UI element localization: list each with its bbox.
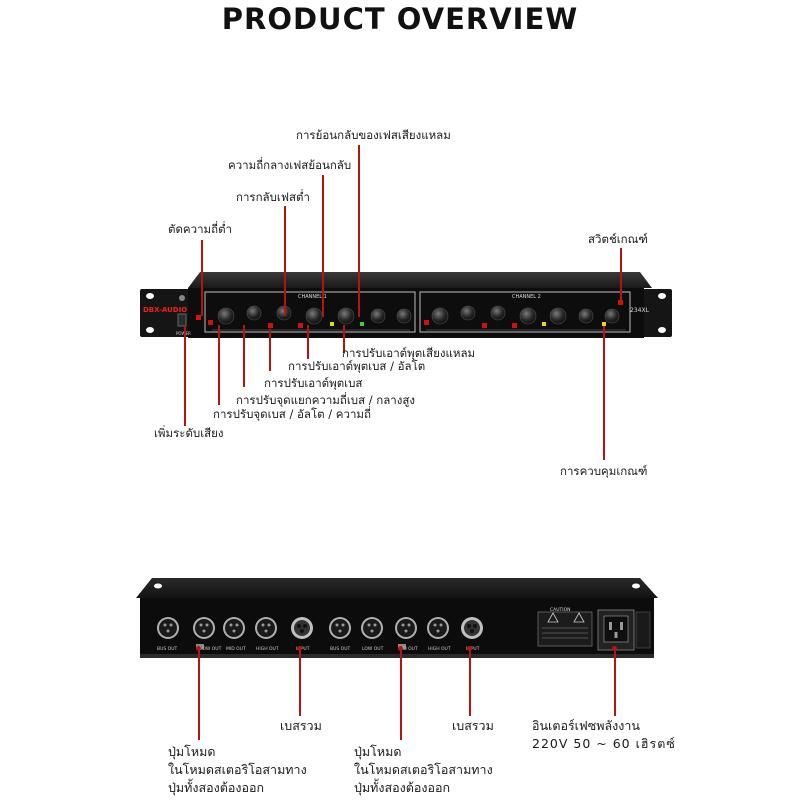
callout-gain-boost: เพิ่มระดับเสียง — [154, 426, 224, 440]
callout-mode-button-b-3: ปุ่มทั้งสองต้องออก — [354, 780, 451, 795]
callout-xover-adjust-2: การปรับจุดเบส / อัลโต / ความถี่ — [213, 407, 371, 421]
rear-connector-label-3: MID OUT — [226, 647, 246, 652]
callout-threshold-control: การควบคุมเกณฑ์ — [560, 464, 648, 478]
callout-power-interface: อินเตอร์เฟซพลังงาน — [532, 718, 640, 733]
callout-balanced-out-1: เบสรวม — [280, 718, 322, 733]
callout-mode-button-a-2: ในโหมดสเตอริโอสามทาง — [168, 762, 307, 777]
rear-connector-label-2: LOW OUT — [200, 647, 222, 652]
rear-connector-label-6: BUS OUT — [330, 647, 351, 652]
rear-connector-label-7: LOW OUT — [362, 647, 384, 652]
callout-mid-phase-reverse: ความถี่กลางเฟสย้อนกลับ — [228, 158, 352, 172]
callout-high-out-adjust: การปรับเอาต์พุตเสียงแหลม — [342, 346, 476, 360]
page-title: PRODUCT OVERVIEW — [221, 2, 579, 36]
rear-connector-label-5: INPUT — [296, 647, 310, 652]
rear-connector-label-1: BUS OUT — [157, 647, 178, 652]
rear-connector-label-9: HIGH OUT — [428, 647, 451, 652]
channel-2-label: CHANNEL 2 — [512, 294, 541, 300]
rear-connector-label-4: HIGH OUT — [256, 647, 279, 652]
callout-mode-button-a-3: ปุ่มทั้งสองต้องออก — [168, 780, 265, 795]
callout-power-spec: 220V 50 ~ 60 เฮิรตซ์ — [532, 736, 676, 751]
callout-mid-out-adjust: การปรับเอาต์พุตเบส / อัลโต — [288, 359, 426, 373]
callout-high-phase-reverse: การย้อนกลับของเฟสเสียงแหลม — [296, 128, 451, 142]
rear-connector-label-10: INPUT — [466, 647, 480, 652]
channel-1-label: CHANNEL 1 — [298, 294, 327, 300]
callout-mode-button-a-1: ปุ่มโหมด — [168, 744, 216, 759]
callout-bass-out-adjust: การปรับเอาต์พุตเบส — [264, 376, 363, 390]
power-label: POWER — [176, 327, 191, 341]
caution-label: CAUTION — [550, 608, 571, 613]
callout-mode-button-b-1: ปุ่มโหมด — [354, 744, 402, 759]
callout-xover-adjust-1: การปรับจุดแยกความถี่เบส / กลางสูง — [236, 393, 415, 407]
callout-mode-button-b-2: ในโหมดสเตอริโอสามทาง — [354, 762, 493, 777]
model-label: 234XL — [630, 307, 649, 314]
callout-low-phase-reverse: การกลับเฟสต่ำ — [236, 190, 310, 204]
rear-connector-label-8: MID OUT — [398, 647, 418, 652]
callout-low-cut: ตัดความถี่ต่ำ — [168, 222, 233, 236]
callout-balanced-out-2: เบสรวม — [452, 718, 494, 733]
callout-threshold-switch: สวิตช์เกณฑ์ — [588, 232, 648, 246]
brand-logo: DBX-AUDIO — [143, 306, 188, 314]
